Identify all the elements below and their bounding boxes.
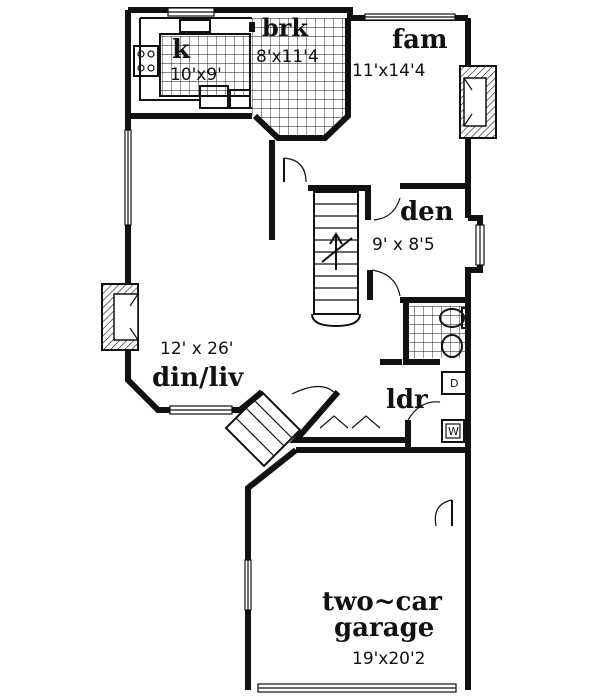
breakfast-tile-floor — [252, 18, 346, 137]
kitchen-counters — [133, 17, 252, 109]
entry-bay — [224, 390, 302, 468]
breakfast-dim: 8'x11'4 — [256, 47, 319, 67]
dining-living-dim: 12' x 26' — [160, 339, 233, 359]
kitchen-label: k — [172, 35, 191, 65]
bath-left-wall — [403, 300, 440, 365]
den-dim: 9' x 8'5 — [372, 235, 435, 255]
bath-fixtures — [439, 307, 469, 358]
breakfast-bay-wall — [252, 18, 351, 141]
family-dim: 11'x14'4 — [352, 61, 426, 81]
stair-top-wall — [308, 185, 371, 220]
den-label: den — [400, 197, 454, 227]
bath-tile-floor — [408, 306, 466, 358]
breakfast-label: brk — [262, 13, 309, 42]
garage-dim: 19'x20'2 — [352, 649, 426, 669]
laundry-label: ldr — [386, 385, 428, 415]
dining-living-label: din/liv — [152, 363, 244, 393]
family-label: fam — [392, 25, 448, 55]
family-fireplace — [459, 65, 497, 139]
staircase — [311, 191, 361, 328]
kitchen-dim: 10'x9' — [170, 65, 222, 85]
laundry-left-wall — [289, 390, 408, 443]
garage-label-line2: garage — [334, 613, 434, 643]
garage-left-wall — [245, 447, 298, 690]
dryer-label: D — [450, 377, 458, 390]
door-swings — [283, 157, 453, 527]
laundry-appliances — [441, 371, 467, 443]
living-fireplace — [101, 283, 139, 351]
washer-label: W — [448, 425, 459, 438]
garage-label-line1: two~car — [322, 587, 442, 617]
den-right-wall — [465, 215, 483, 300]
